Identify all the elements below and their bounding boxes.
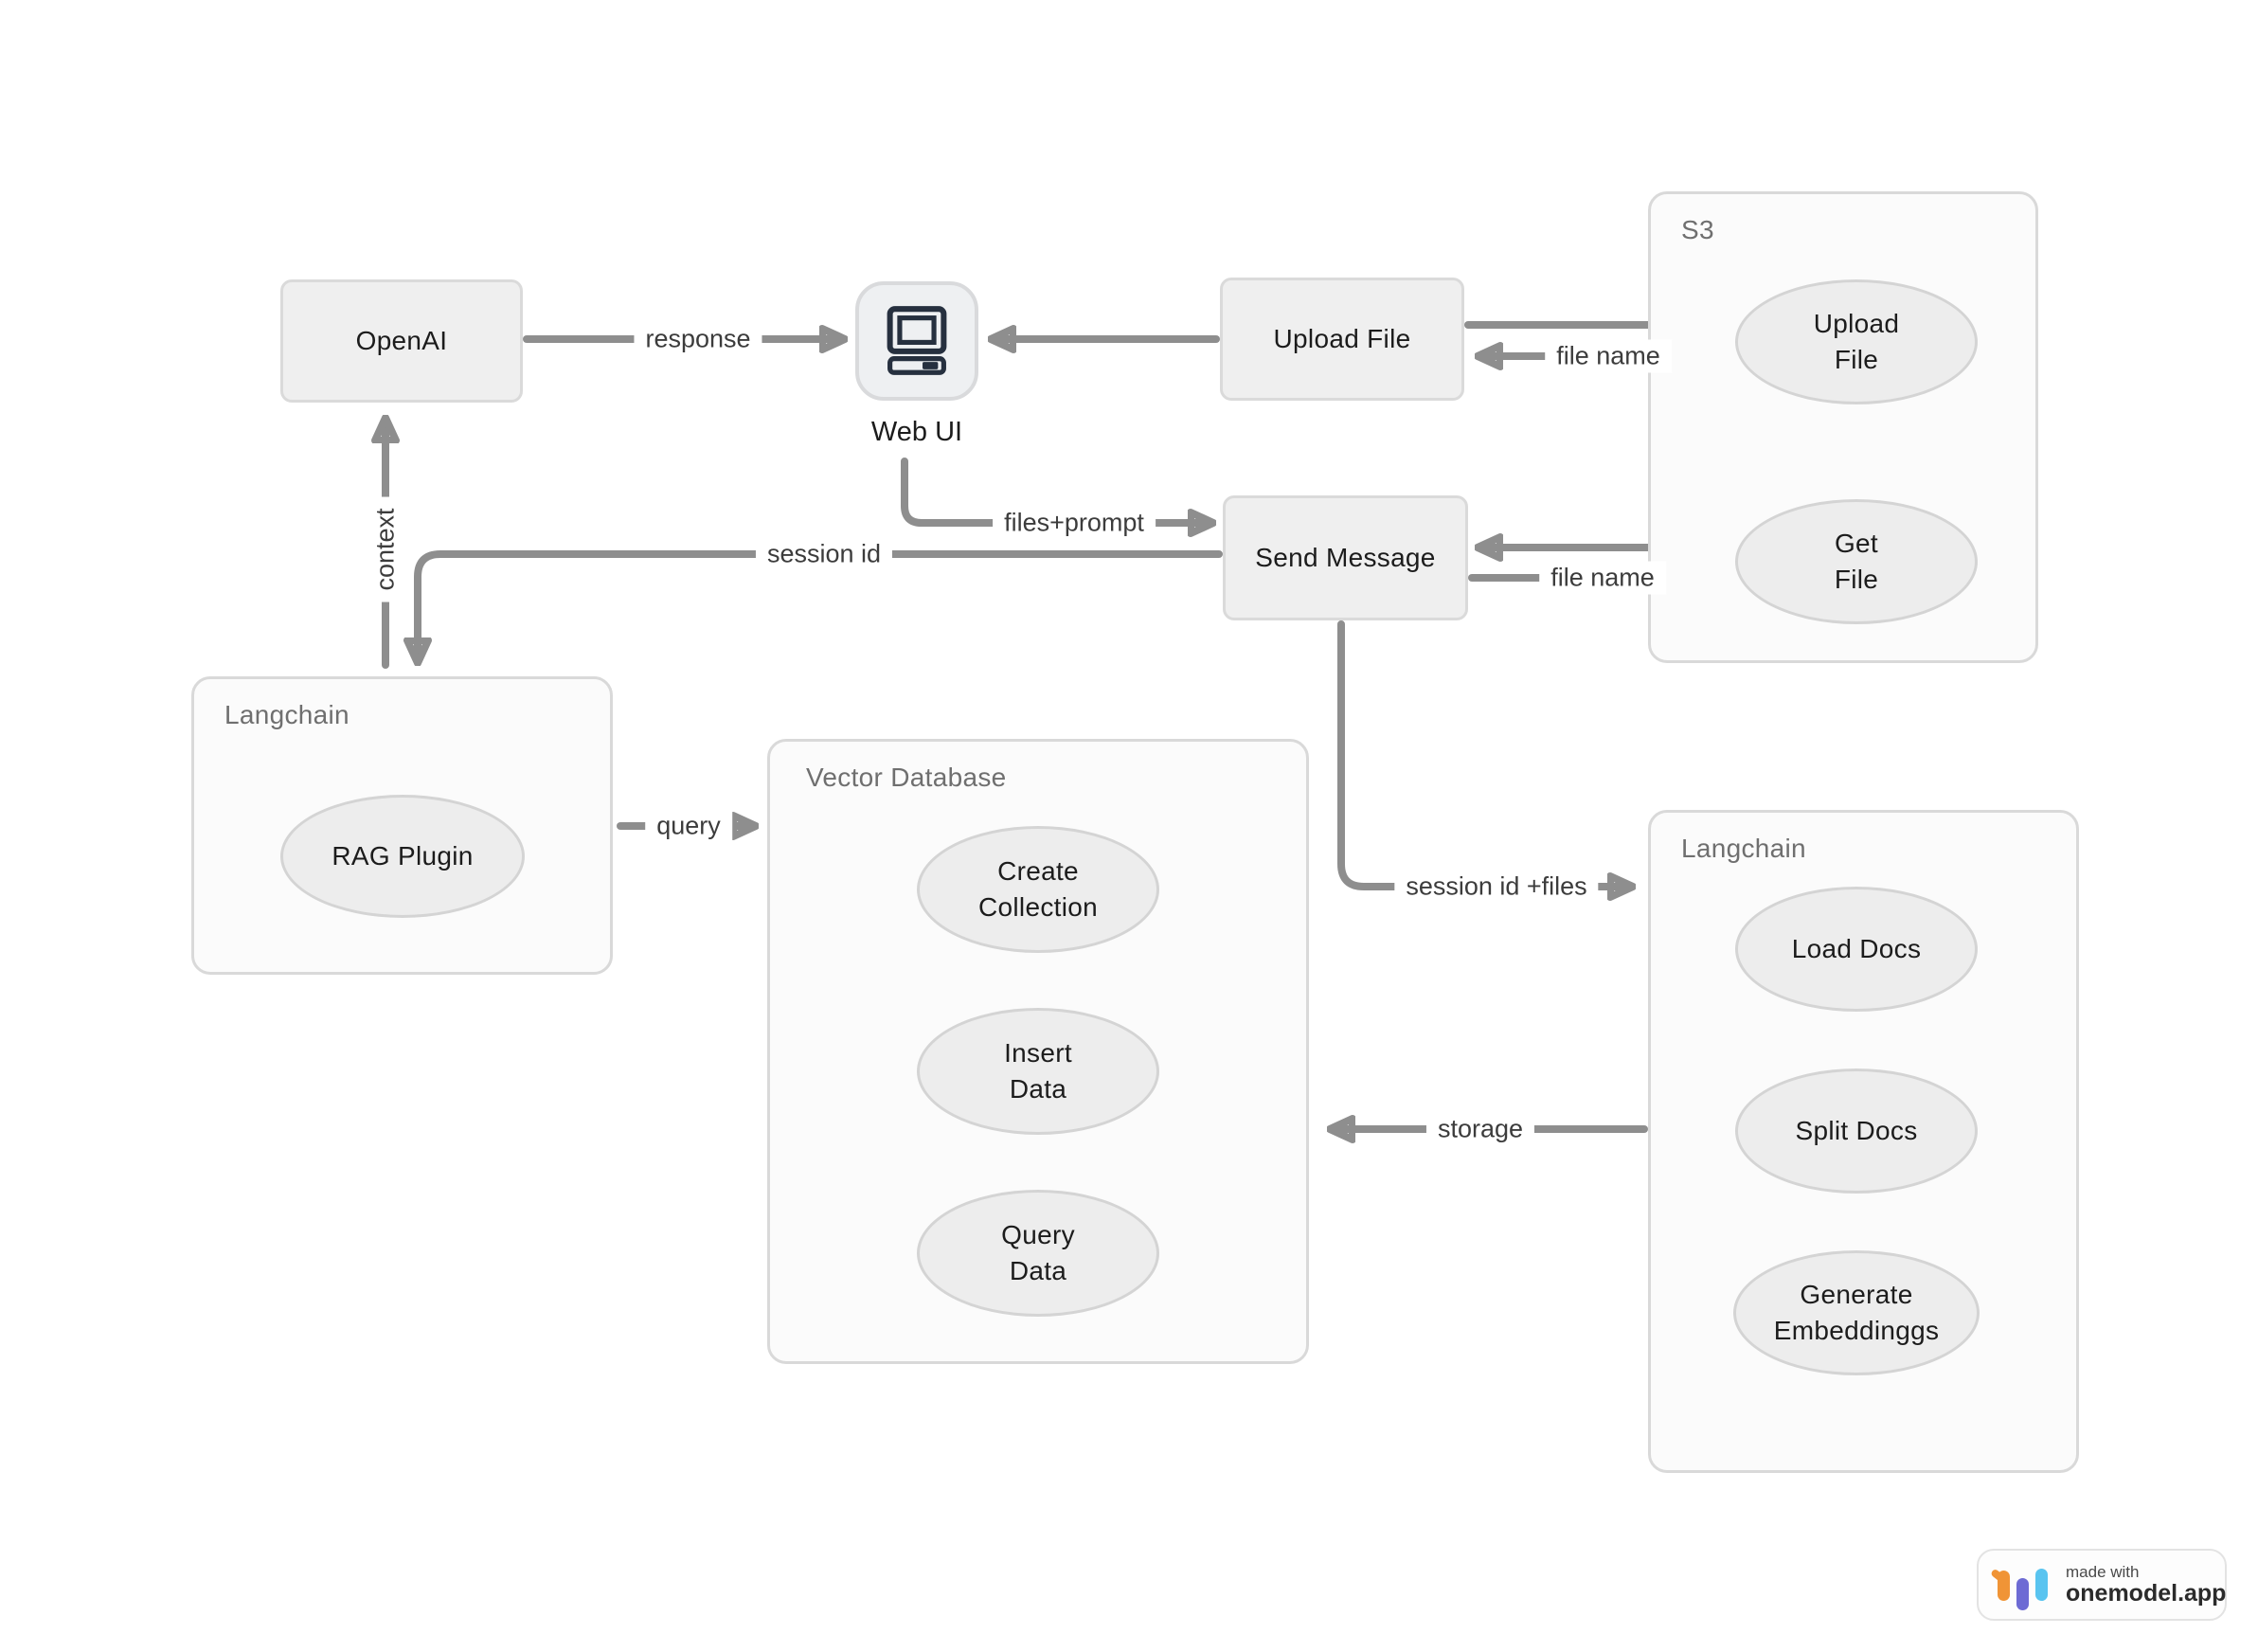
ellipse-label: Create Collection (978, 856, 1098, 922)
edge-label-query[interactable]: query (645, 809, 732, 843)
edge-label-files-prompt[interactable]: files+prompt (993, 506, 1156, 540)
ellipse-label: Get File (1834, 529, 1879, 594)
group-vector-database-title: Vector Database (806, 763, 1007, 792)
badge-made-with-text: made with (2066, 1562, 2140, 1581)
ellipse-query-data[interactable]: Query Data (917, 1190, 1159, 1317)
ellipse-label: Insert Data (1004, 1038, 1072, 1104)
node-openai-label: OpenAI (355, 326, 448, 355)
ellipse-label: RAG Plugin (332, 841, 474, 871)
ellipse-create-collection[interactable]: Create Collection (917, 826, 1159, 953)
node-send-message-label: Send Message (1255, 543, 1436, 572)
group-langchain-right-title: Langchain (1681, 834, 1806, 863)
onemodel-logo-icon (1992, 1560, 2052, 1610)
node-upload-file-label: Upload File (1273, 324, 1411, 353)
ellipse-s3-upload-file[interactable]: Upload File (1735, 279, 1978, 404)
edge-label-context[interactable]: context (368, 496, 403, 602)
onemodel-badge[interactable]: made with onemodel.app (1977, 1549, 2227, 1621)
node-web-ui-caption: Web UI (870, 417, 963, 447)
logo-bar-orange (1998, 1571, 2010, 1601)
logo-bar-blue (2035, 1569, 2048, 1601)
computer-icon (876, 298, 958, 385)
group-langchain-left-title: Langchain (224, 700, 349, 729)
logo-bar-purple (2016, 1578, 2029, 1610)
ellipse-rag-plugin[interactable]: RAG Plugin (280, 795, 525, 918)
edge-label-session-id[interactable]: session id (755, 537, 893, 571)
group-s3-title: S3 (1681, 215, 1714, 244)
ellipse-label: Load Docs (1791, 934, 1922, 963)
edge-label-session-id-files[interactable]: session id +files (1394, 870, 1599, 904)
edge-label-file-name-get[interactable]: file name (1539, 561, 1666, 595)
edge-label-response[interactable]: response (634, 322, 762, 356)
node-openai[interactable]: OpenAI (280, 279, 523, 403)
node-send-message[interactable]: Send Message (1223, 495, 1468, 620)
node-web-ui[interactable] (855, 281, 978, 401)
ellipse-label: Generate Embeddinggs (1773, 1280, 1940, 1345)
ellipse-label: Split Docs (1795, 1116, 1918, 1145)
node-upload-file[interactable]: Upload File (1220, 278, 1464, 401)
edge-label-storage[interactable]: storage (1425, 1112, 1535, 1146)
ellipse-label: Upload File (1813, 309, 1900, 374)
ellipse-split-docs[interactable]: Split Docs (1735, 1068, 1978, 1194)
ellipse-s3-get-file[interactable]: Get File (1735, 499, 1978, 624)
edge-label-file-name-upload[interactable]: file name (1545, 339, 1672, 373)
ellipse-generate-embeddings[interactable]: Generate Embeddinggs (1733, 1250, 1980, 1375)
badge-brand-text: onemodel.app (2066, 1579, 2227, 1607)
ellipse-insert-data[interactable]: Insert Data (917, 1008, 1159, 1135)
ellipse-load-docs[interactable]: Load Docs (1735, 887, 1978, 1012)
ellipse-label: Query Data (1001, 1220, 1075, 1285)
